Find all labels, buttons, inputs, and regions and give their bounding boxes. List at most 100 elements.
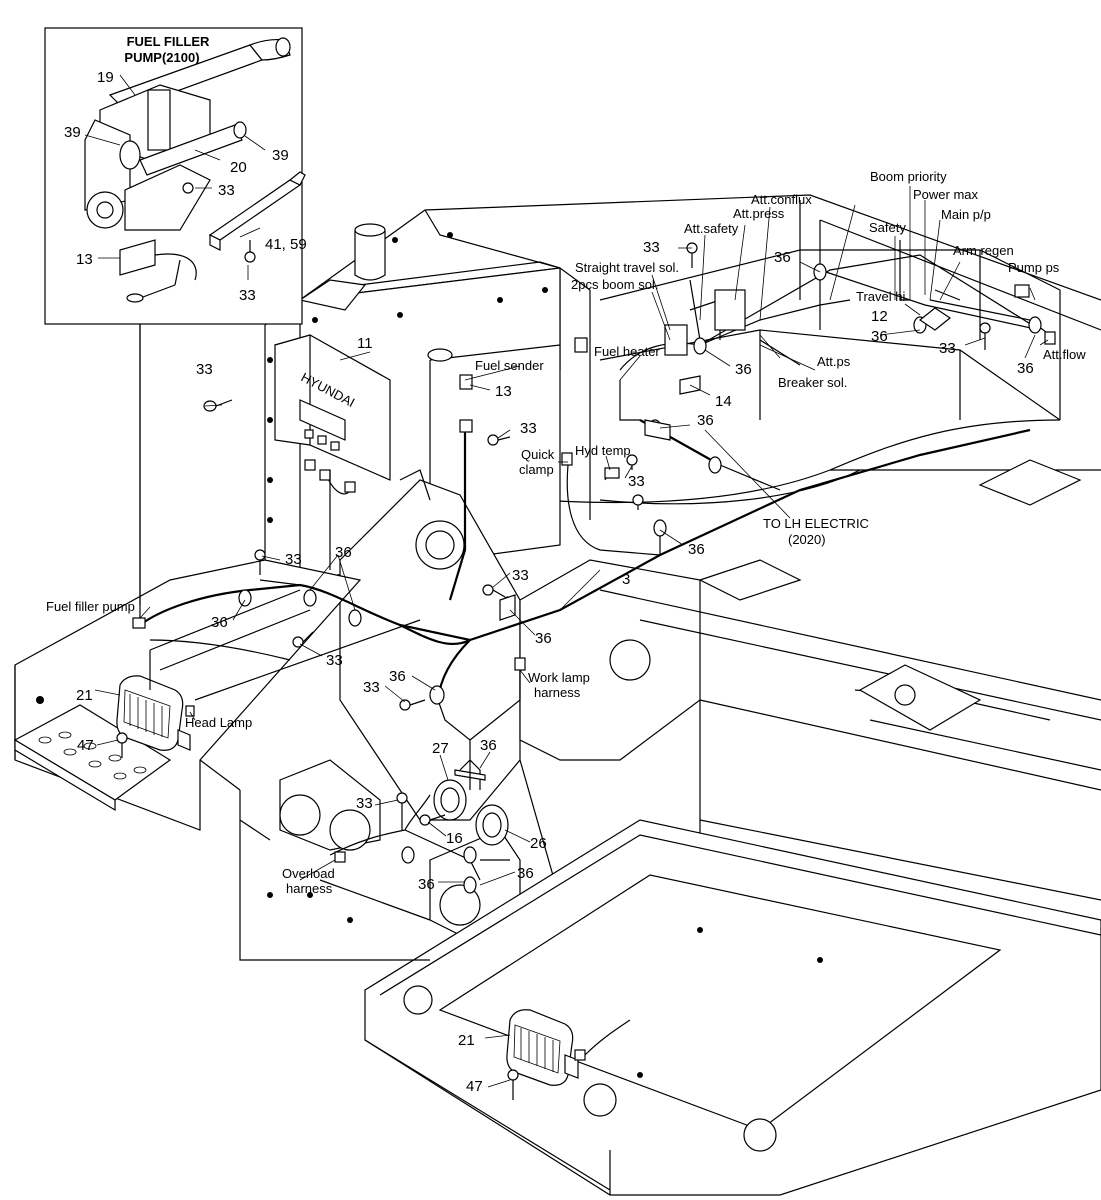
label-work-lamp-1: Work lamp [528, 670, 590, 685]
label-boom-sol: 2pcs boom sol. [571, 277, 658, 292]
label-quick-clamp-1: Quick [521, 447, 555, 462]
callout-36-tr: 36 [871, 328, 888, 345]
inset-callout-20: 20 [230, 159, 247, 176]
label-main-pp: Main p/p [941, 207, 991, 222]
callout-33-c3: 33 [326, 652, 343, 669]
callout-36-l2: 36 [335, 544, 352, 561]
label-att-press: Att.press [733, 206, 785, 221]
step-grating [38, 731, 147, 780]
label-att-safety: Att.safety [684, 221, 739, 236]
inset-callout-33-a: 33 [218, 182, 235, 199]
callout-33-left: 33 [196, 361, 213, 378]
inset-callout-13: 13 [76, 251, 93, 268]
callout-33-mid: 33 [520, 420, 537, 437]
label-work-lamp-2: harness [534, 685, 581, 700]
label-quick-clamp-2: clamp [519, 462, 554, 477]
clamps [132, 263, 1056, 894]
label-att-conflux: Att.conflux [751, 192, 812, 207]
label-fuel-sender: Fuel sender [475, 358, 544, 373]
part-callouts: 33 36 12 36 33 36 11 33 13 36 14 36 33 3… [76, 239, 1034, 1095]
label-fuel-heater: Fuel heater [594, 344, 660, 359]
inset-callout-19: 19 [97, 69, 114, 86]
bolt-33-tr [979, 322, 991, 350]
boom-mount [279, 469, 701, 941]
inset-callout-33-b: 33 [239, 287, 256, 304]
horns [433, 759, 509, 846]
label-boom-priority: Boom priority [870, 169, 947, 184]
annotation-labels: Boom priority Power max Main p/p Att.con… [46, 169, 1086, 896]
head-lamp-left [116, 675, 195, 751]
callout-47-b: 47 [466, 1078, 483, 1095]
wiring-harness [139, 240, 1051, 881]
callout-36-c3: 36 [535, 630, 552, 647]
bolts [116, 242, 991, 1100]
callout-14: 14 [715, 393, 732, 410]
callout-26: 26 [530, 835, 547, 852]
callout-36-wl: 36 [389, 668, 406, 685]
label-power-max: Power max [913, 187, 979, 202]
callout-11: 11 [357, 335, 373, 352]
inset-callout-39-left: 39 [64, 124, 81, 141]
label-hyd-temp: Hyd temp [575, 443, 631, 458]
inset-fuel-filler-pump: FUEL FILLER PUMP(2100) [44, 27, 307, 325]
label-to-lh-electric-ref: (2020) [788, 532, 826, 547]
label-fuel-filler-pump: Fuel filler pump [46, 599, 135, 614]
label-arm-regen: Arm regen [953, 243, 1014, 258]
fuel-tank [267, 223, 561, 581]
label-att-flow: Att.flow [1043, 347, 1086, 362]
callout-12: 12 [871, 308, 888, 325]
callout-33-wl: 33 [363, 679, 380, 696]
bolt-16 [419, 814, 446, 826]
inset-callout-41-59: 41, 59 [265, 236, 307, 253]
label-to-lh-electric: TO LH ELECTRIC [763, 516, 869, 531]
label-overload-2: harness [286, 881, 333, 896]
label-pump-ps: Pump ps [1008, 260, 1060, 275]
bolt-33-c2 [482, 584, 506, 598]
callout-33-hyd: 33 [628, 473, 645, 490]
callout-36-mid2: 36 [697, 412, 714, 429]
bolt-33-h [396, 792, 408, 830]
callout-3: 3 [622, 571, 630, 588]
callout-21-a: 21 [76, 687, 93, 704]
inset-callout-39-right: 39 [272, 147, 289, 164]
callout-33-top: 33 [643, 239, 660, 256]
label-travel-hi: Travel hi [856, 289, 905, 304]
callout-33-tr: 33 [939, 340, 956, 357]
callout-36-c: 36 [688, 541, 705, 558]
callout-47-a: 47 [77, 737, 94, 754]
inset-title-line1: FUEL FILLER [127, 34, 210, 49]
bolt-33-hyd [626, 454, 638, 470]
leader-lines [94, 186, 1049, 1088]
label-breaker-sol: Breaker sol. [778, 375, 847, 390]
callout-36-far: 36 [1017, 360, 1034, 377]
callout-33-l2: 33 [285, 551, 302, 568]
callout-36-mid1: 36 [735, 361, 752, 378]
bolt-33-top [686, 242, 698, 268]
callout-36-h3: 36 [418, 876, 435, 893]
bolt-33-hyd2 [632, 494, 644, 510]
bolt-33-wl [399, 699, 426, 711]
callout-33-h: 33 [356, 795, 373, 812]
label-safety: Safety [869, 220, 906, 235]
callout-33-c2: 33 [512, 567, 529, 584]
label-straight-travel-sol: Straight travel sol. [575, 260, 679, 275]
bolt-47-a [116, 732, 128, 758]
callout-36-h2: 36 [517, 865, 534, 882]
label-overload-1: Overload [282, 866, 335, 881]
bolt-47-b [507, 1069, 519, 1100]
callout-36-l3: 36 [211, 614, 228, 631]
lower-frame [239, 459, 1101, 1196]
bolt-33-mid [487, 434, 511, 446]
label-head-lamp: Head Lamp [185, 715, 252, 730]
callout-21-b: 21 [458, 1032, 475, 1049]
bolt-33-l2 [254, 549, 266, 575]
left-deck [13, 559, 421, 841]
callout-36-top: 36 [774, 249, 791, 266]
callout-36-h: 36 [480, 737, 497, 754]
callout-13: 13 [495, 383, 512, 400]
controller-box: HYUNDAI [274, 334, 391, 495]
callout-16: 16 [446, 830, 463, 847]
label-att-ps: Att.ps [817, 354, 851, 369]
head-lamp-rear [506, 1009, 631, 1086]
